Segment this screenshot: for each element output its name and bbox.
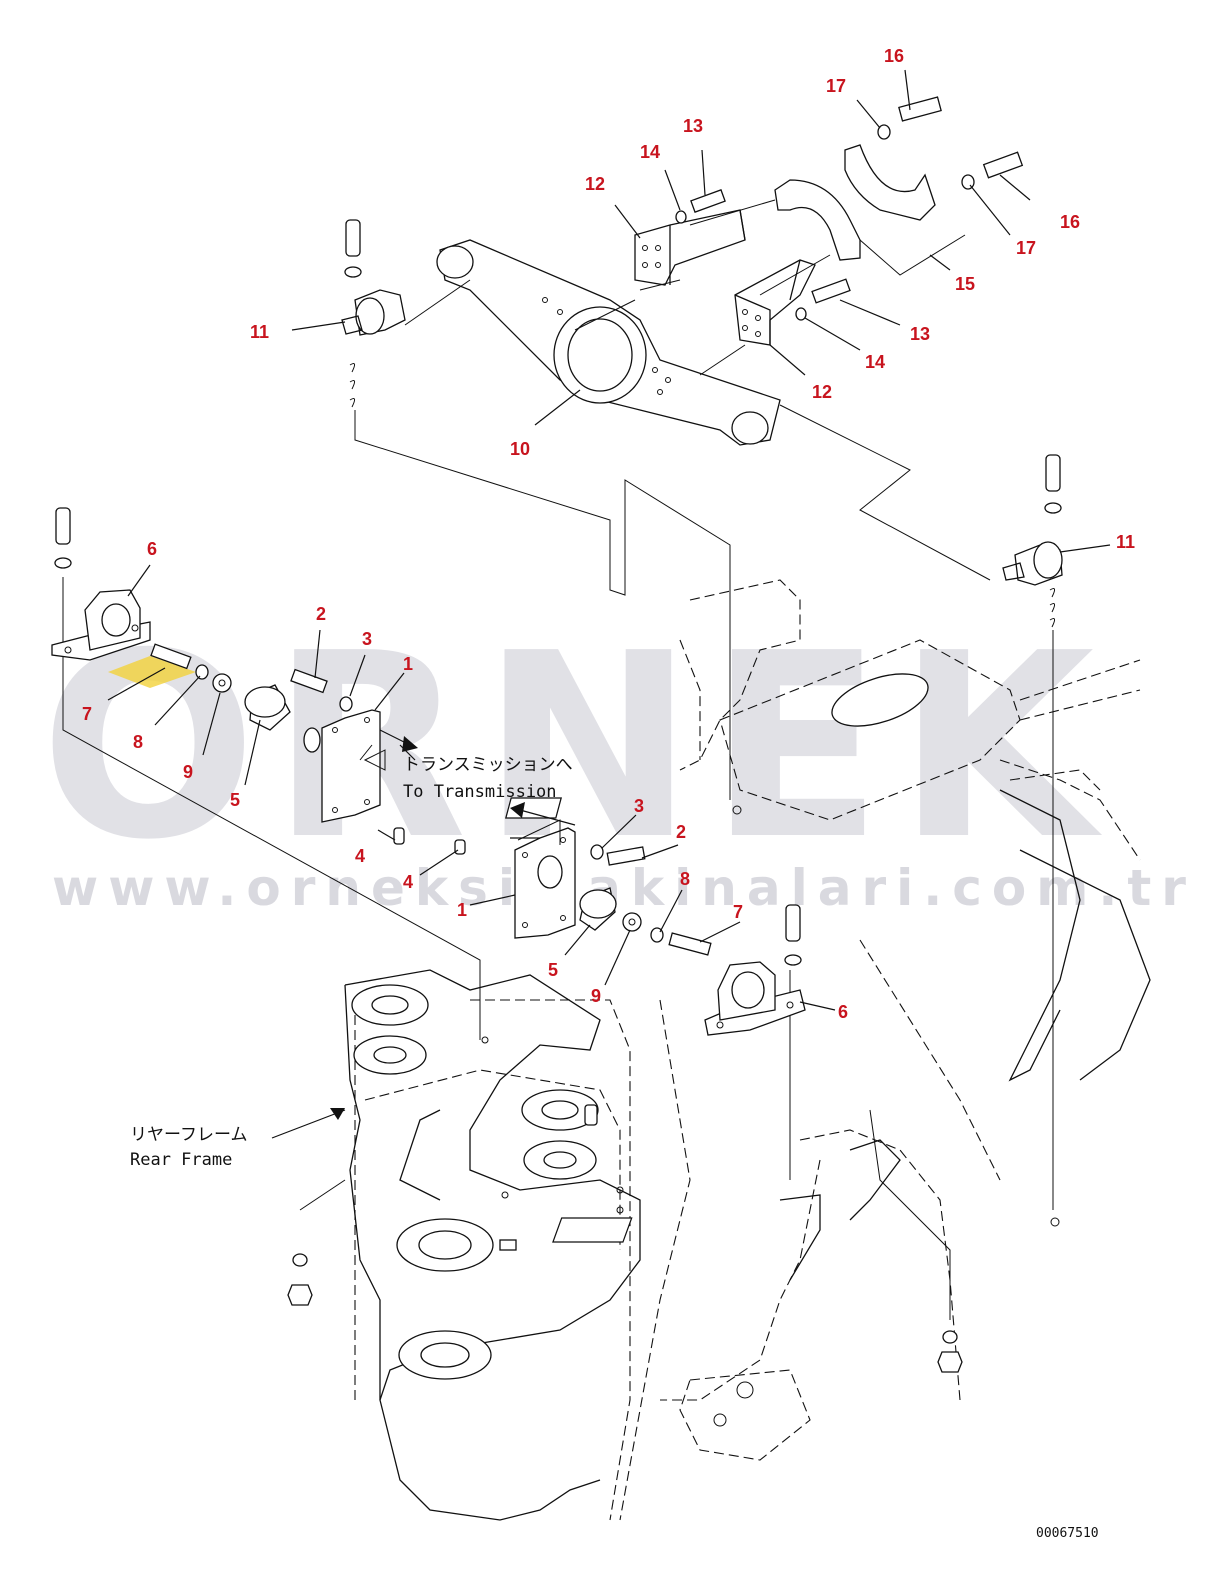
- arrow-rear-frame-icon: [330, 1108, 345, 1120]
- callout-8-right: 8: [680, 869, 690, 889]
- arrow-from-transmission-icon: [510, 802, 525, 818]
- watermark: ORNEK www.orneksimakinalari.com.tr: [40, 599, 1196, 917]
- nuts-bottom: [287, 1253, 963, 1373]
- callout-11-left: 11: [250, 322, 269, 342]
- center-beam-10: [436, 239, 781, 446]
- callout-10: 10: [510, 439, 530, 459]
- note-transmission-jp: トランスミッションへ: [403, 755, 573, 775]
- callout-14-upper: 14: [640, 142, 660, 162]
- callout-5-right: 5: [548, 960, 558, 980]
- note-rear-frame-en: Rear Frame: [130, 1150, 232, 1170]
- callout-17-upper: 17: [826, 76, 846, 96]
- callouts: 16 17 13 14 12 16 17 15 13 14 12 11 10 1…: [82, 46, 1135, 1022]
- leaders: [107, 69, 1111, 1139]
- callout-8-left: 8: [133, 732, 143, 752]
- callout-4-right: 4: [403, 872, 413, 892]
- callout-6-right: 6: [838, 1002, 848, 1022]
- callout-2-lower: 2: [676, 822, 686, 842]
- callout-4-left: 4: [355, 846, 365, 866]
- callout-16-upper: 16: [884, 46, 904, 66]
- document-number: 00067510: [1036, 1526, 1099, 1541]
- mount-6-right: [704, 904, 806, 1036]
- callout-14-lower: 14: [865, 352, 885, 372]
- front-chassis: [504, 579, 1151, 1521]
- callout-7-left: 7: [82, 704, 92, 724]
- callout-16-lower: 16: [1060, 212, 1080, 232]
- bracket-12-upper: [634, 209, 746, 286]
- bracket-12-lower: [734, 259, 816, 346]
- assembly-lines: [62, 199, 1054, 1320]
- arrow-to-transmission-icon: [402, 736, 418, 752]
- callout-12-lower: 12: [812, 382, 832, 402]
- watermark-url: www.orneksimakinalari.com.tr: [52, 859, 1196, 917]
- cap-15: [774, 144, 966, 276]
- notes: トランスミッションへ To Transmission リヤーフレーム Rear …: [130, 755, 1099, 1541]
- parts-left-row: [150, 643, 405, 845]
- callout-11-right: 11: [1116, 532, 1135, 552]
- bolts-top: [675, 96, 1024, 321]
- callout-3-lower: 3: [634, 796, 644, 816]
- mount-6-left: [51, 507, 151, 661]
- callout-9-left: 9: [183, 762, 193, 782]
- pin-11-right: [1002, 454, 1063, 628]
- note-transmission-en: To Transmission: [403, 782, 557, 802]
- watermark-accent: [108, 656, 196, 688]
- rear-frame: [344, 969, 641, 1521]
- parts-right-row: [454, 819, 712, 956]
- note-rear-frame-jp: リヤーフレーム: [130, 1125, 247, 1145]
- callout-5-left: 5: [230, 790, 240, 810]
- callout-7-right: 7: [733, 902, 743, 922]
- callout-3-upper: 3: [362, 629, 372, 649]
- arrows: [330, 729, 576, 1120]
- callout-2-upper: 2: [316, 604, 326, 624]
- callout-15: 15: [955, 274, 975, 294]
- callout-17-lower: 17: [1016, 238, 1036, 258]
- callout-9-right: 9: [591, 986, 601, 1006]
- callout-1-lower: 1: [457, 900, 467, 920]
- callout-12-upper: 12: [585, 174, 605, 194]
- pin-11-left: [341, 219, 406, 408]
- callout-1-upper: 1: [403, 654, 413, 674]
- callout-13-lower: 13: [910, 324, 930, 344]
- callout-13-upper: 13: [683, 116, 703, 136]
- callout-6-left: 6: [147, 539, 157, 559]
